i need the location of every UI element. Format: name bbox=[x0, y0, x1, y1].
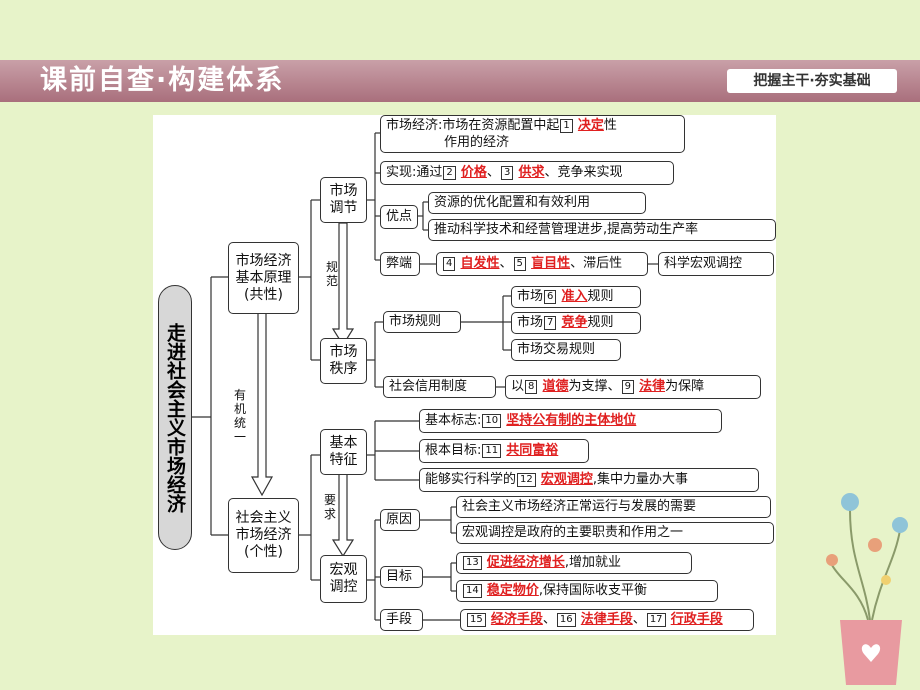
root-node: 走进社会主义市场经济 bbox=[158, 285, 192, 550]
disadvantages-list: 4 自发性、5 盲目性、滞后性 bbox=[436, 252, 648, 276]
socialist-market-node: 社会主义市场经济(个性) bbox=[228, 498, 299, 573]
market-order-node: 市场秩序 bbox=[320, 338, 367, 384]
rule-trade: 市场交易规则 bbox=[511, 339, 621, 361]
means-list: 15 经济手段、16 法律手段、17 行政手段 bbox=[460, 609, 754, 631]
link-label: 有机统一 bbox=[233, 388, 246, 444]
advantage-1: 资源的优化配置和有效利用 bbox=[428, 192, 646, 214]
page-title: 课前自查·构建体系 bbox=[40, 65, 285, 96]
basic-principle-node: 市场经济基本原理(共性) bbox=[228, 242, 299, 314]
goal-2: 14 稳定物价,保持国际收支平衡 bbox=[456, 580, 718, 602]
advantages-label: 优点 bbox=[380, 205, 418, 229]
market-regulation-node: 市场调节 bbox=[320, 177, 367, 223]
disadvantages-label: 弊端 bbox=[380, 252, 420, 276]
market-rules-box: 市场规则 bbox=[383, 311, 461, 333]
header-tag: 把握主干·夯实基础 bbox=[727, 69, 897, 93]
basic-features-node: 基本特征 bbox=[320, 429, 367, 475]
macro-fix-box: 科学宏观调控 bbox=[658, 252, 774, 276]
goal-1: 13 促进经济增长,增加就业 bbox=[456, 552, 692, 574]
fundamental-goal: 根本目标:11 共同富裕 bbox=[419, 439, 589, 463]
macro-control-node: 宏观调控 bbox=[320, 555, 367, 603]
norm-label: 规范 bbox=[325, 260, 338, 288]
concept-map: 走进社会主义市场经济 市场经济基本原理(共性) 社会主义市场经济(个性) 有机统… bbox=[153, 115, 776, 635]
basic-sign: 基本标志:10 坚持公有制的主体地位 bbox=[419, 409, 722, 433]
require-label: 要求 bbox=[323, 493, 336, 521]
connector-lines bbox=[192, 132, 658, 621]
advantage-2: 推动科学技术和经营管理进步,提高劳动生产率 bbox=[428, 219, 776, 241]
reason-label: 原因 bbox=[380, 509, 420, 531]
credit-system-box: 社会信用制度 bbox=[383, 376, 496, 398]
means-label: 手段 bbox=[380, 609, 423, 631]
goal-label: 目标 bbox=[380, 566, 423, 588]
flower-pot-decoration bbox=[826, 493, 908, 685]
reason-1: 社会主义市场经济正常运行与发展的需要 bbox=[456, 496, 771, 518]
reason-2: 宏观调控是政府的主要职责和作用之一 bbox=[456, 522, 774, 544]
